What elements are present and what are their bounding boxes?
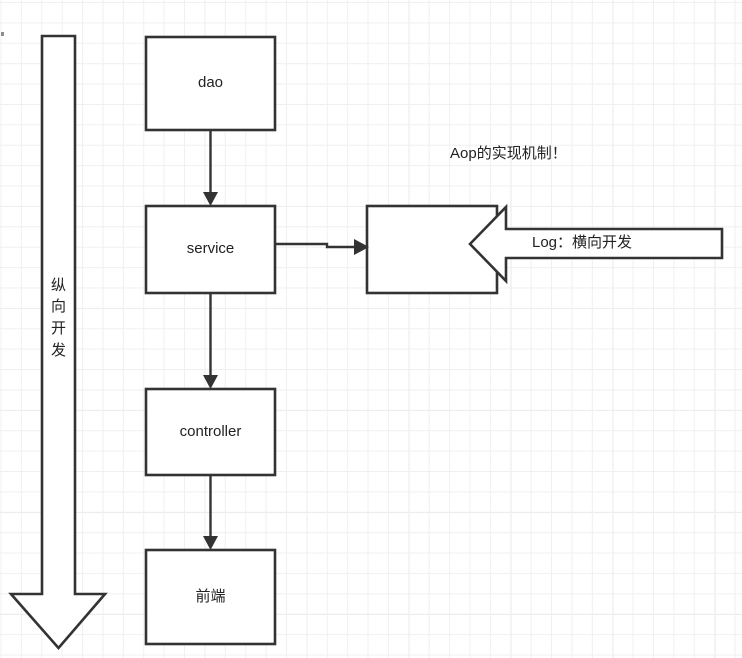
vertical-down-arrow[interactable]: [11, 36, 105, 648]
aspect-box[interactable]: [367, 206, 470, 293]
service-box[interactable]: [146, 206, 275, 293]
log-left-arrow[interactable]: [470, 229, 722, 281]
vertical-arrow-label-char-4: 发: [50, 341, 66, 359]
aop-note-text: Aop的实现机制！: [450, 145, 567, 162]
connector-service-aspect-line: [275, 242, 354, 249]
vertical-arrow-label-char-3: 开: [50, 320, 66, 337]
connector-service-controller-arrowhead: [203, 375, 218, 389]
connector-controller-frontend-arrowhead: [203, 536, 218, 550]
vertical-arrow-label-char-1: 纵: [50, 276, 66, 294]
stray-speck: [1, 32, 4, 36]
connector-dao-service-arrowhead: [203, 192, 218, 206]
dao-box[interactable]: [146, 37, 275, 130]
controller-box[interactable]: [146, 389, 275, 475]
vertical-arrow-label-char-2: 向: [50, 298, 66, 316]
vertical-arrow-label: 纵 向 开 发: [42, 258, 75, 378]
frontend-box[interactable]: [146, 550, 275, 644]
